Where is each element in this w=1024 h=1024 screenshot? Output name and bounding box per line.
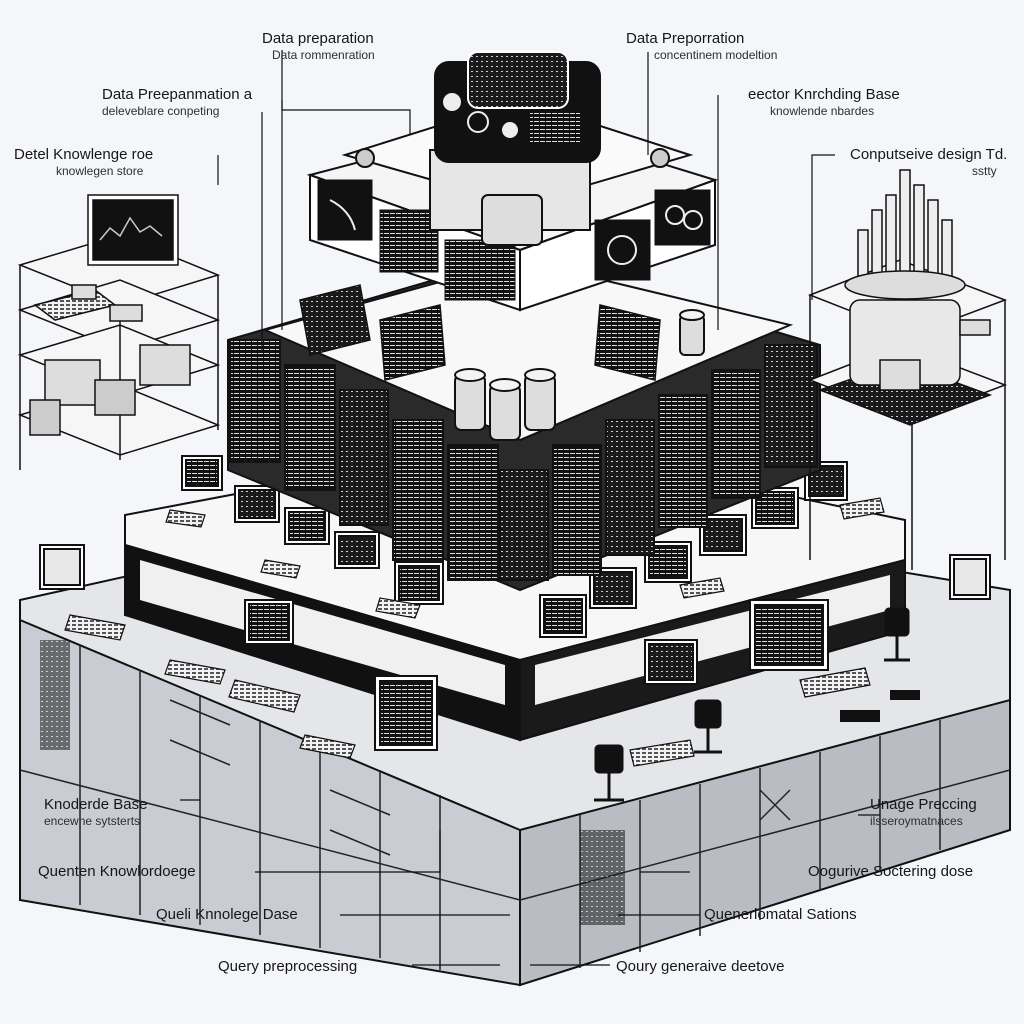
server-rack [229,339,281,463]
label-query-preprocessing: Query preprocessing [218,958,357,976]
server-rack [284,364,336,491]
workstation-monitors [39,455,991,751]
server-rack [605,419,655,556]
label-subtitle: sstty [972,164,997,178]
label-title: Data Preepanmation a [102,86,253,103]
server-rack [764,344,818,468]
label-image-processing: Unage Preccing ilsseroymatnaces [870,796,977,829]
server-rack [658,394,708,528]
server-rack [499,469,549,581]
data-panel [594,219,651,281]
label-title: Quenten Knowlordoege [38,863,196,880]
label-title: Conputseive design Td. [850,146,1008,163]
server-rack [711,369,761,499]
middle-tier [261,258,794,442]
label-cognitive-sorting: Oogurive Soctering dose [808,863,973,881]
chair [594,744,624,802]
label-subtitle: deleveblare conpeting [102,104,220,118]
label-subtitle: knowlende nbardes [770,104,875,118]
label-title: Data Preporration [626,30,745,47]
monitor [234,485,280,523]
central-processor [341,51,694,246]
right-tower-unit [807,169,1008,570]
label-title: Knoderde Base [44,796,148,813]
server-rack [552,444,602,576]
label-query-knowledge-base: Queli Knnolege Dase [156,906,298,924]
label-title: Qoury generaive deetove [616,958,785,975]
monitor [749,599,829,671]
label-knowledge-base-lower: Knoderde Base encewne sytsterts [44,796,147,829]
label-title: Queli Knnolege Dase [156,906,298,923]
label-environmental-stations: Quenerlomatal Sations [704,906,857,924]
label-vector-knowledge-base: eector Knrchding Base knowlende nbardes [748,86,900,119]
label-title: Query preprocessing [218,958,358,975]
monitor [334,531,380,569]
monitor [284,507,330,545]
chair [694,699,722,754]
monitor [539,594,587,638]
monitor [644,639,698,685]
label-subtitle: concentinem modeltion [654,48,778,62]
label-title: Detel Knowlenge roe [14,146,154,163]
monitor [374,675,438,751]
data-panel [444,239,516,301]
left-shelving-unit [17,194,221,470]
monitor [244,599,294,645]
data-panel [379,209,439,273]
label-subtitle: Data rommenration [272,48,375,62]
label-subtitle: ilsseroymatnaces [870,814,963,828]
leader-lines [180,50,880,966]
monitor [949,554,991,600]
chair [884,607,910,662]
keyboards [64,497,885,767]
label-data-preparation-upper-left: Data Preepanmation a deleveblare conpeti… [102,86,252,119]
label-data-preparation-top-left: Data preparation Data rommenration [262,30,375,63]
monitor [39,544,85,590]
monitor [394,561,444,605]
label-title: Oogurive Soctering dose [808,863,974,880]
label-knowledge-store: Detel Knowlenge roe knowlegen store [14,146,153,179]
label-subtitle: encewne sytsterts [44,814,141,828]
label-quantum-knowledge: Quenten Knowlordoege [38,863,196,881]
label-subtitle: knowlegen store [56,164,144,178]
label-data-preparation-top-right: Data Preporration concentinem modeltion [626,30,777,63]
monitor [699,514,747,556]
office-chairs [594,607,910,802]
server-rack [392,419,444,561]
server-rack [447,444,499,581]
storage-cylinders [454,309,705,441]
monitor [804,461,848,501]
monitor [181,455,223,491]
label-computational-design: Conputseive design Td. sstty [850,146,1007,179]
label-title: eector Knrchding Base [748,86,900,103]
server-rack [339,389,389,526]
label-title: Data preparation [262,30,374,47]
label-title: Unage Preccing [870,796,977,813]
label-query-generative-decode: Qoury generaive deetove [616,958,784,976]
label-title: Quenerlomatal Sations [704,906,857,923]
